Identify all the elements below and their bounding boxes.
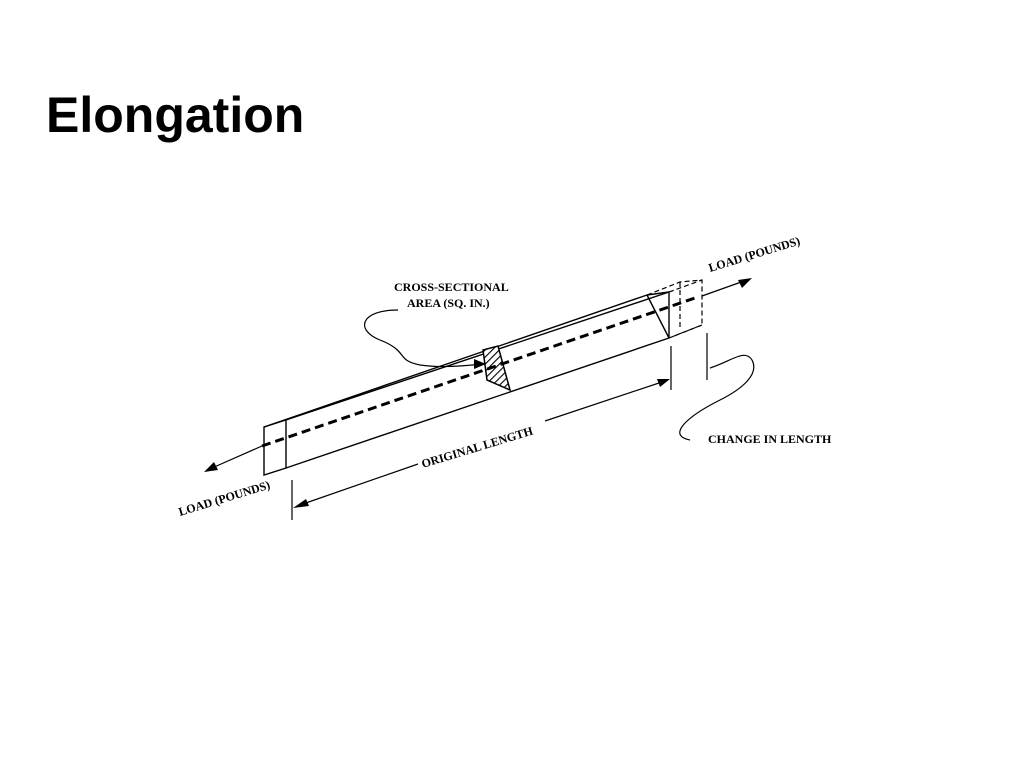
- bar-right-top-edge: [646, 291, 670, 296]
- bar-extension: [646, 279, 703, 339]
- bar-left-face: [263, 419, 287, 476]
- change-in-length-dimension: [679, 333, 755, 441]
- slide-title: Elongation: [46, 87, 305, 143]
- change-in-length-label: CHANGE IN LENGTH: [708, 432, 832, 446]
- cross-section-hatch: [482, 345, 512, 392]
- original-length-label: ORIGINAL LENGTH: [420, 423, 535, 470]
- load-label-left: LOAD (POUNDS): [177, 478, 272, 519]
- original-length-dimension: [291, 346, 672, 520]
- bar-top-back-edge: [285, 291, 670, 421]
- load-label-right: LOAD (POUNDS): [707, 234, 802, 275]
- cross-section-label-line1: CROSS-SECTIONAL: [394, 280, 509, 294]
- load-arrow-left: [204, 445, 263, 472]
- bar-right-diagonal: [646, 294, 670, 339]
- cross-section-label-line2: AREA (SQ. IN.): [407, 296, 490, 310]
- cross-section-leader: [364, 309, 483, 368]
- bar-top-front-edge: [263, 294, 648, 428]
- load-arrow-right: [701, 278, 752, 297]
- bar-bottom-edge: [285, 337, 670, 469]
- cross-section-leader-arrowhead: [474, 359, 486, 369]
- center-axis-line: [261, 296, 696, 448]
- bar: [263, 291, 670, 476]
